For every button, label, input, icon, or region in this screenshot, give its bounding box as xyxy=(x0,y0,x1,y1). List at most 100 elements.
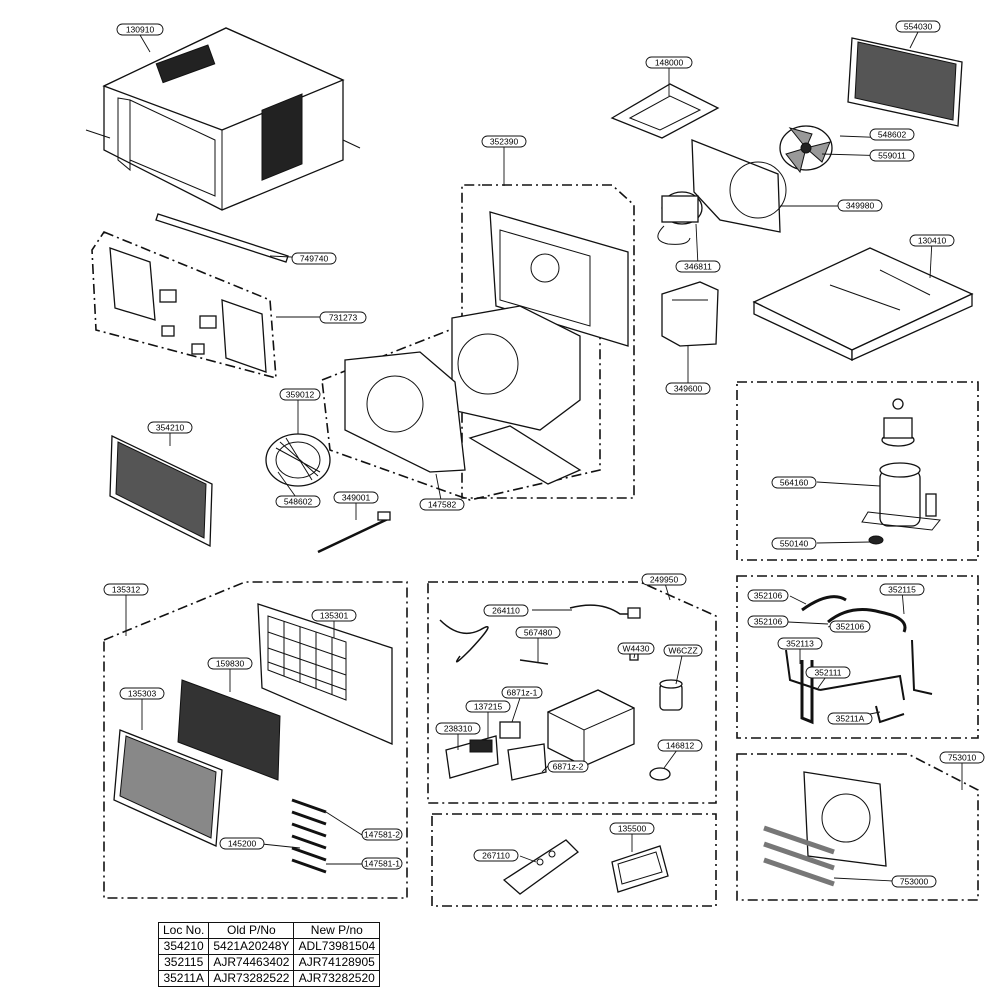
callout-554030: 554030 xyxy=(895,20,941,33)
cabinet-vent-grille xyxy=(261,93,303,181)
part-callouts: 130910 554030 148000 548602 559011 35239… xyxy=(103,20,985,888)
callout-548602-b: 548602 xyxy=(275,495,321,508)
evaporator-housing-part xyxy=(344,305,582,485)
svg-text:352113: 352113 xyxy=(786,639,814,649)
control-bracket-part xyxy=(661,281,719,347)
vertical-louvers-part xyxy=(291,798,327,874)
side-louver-part xyxy=(109,247,267,373)
callout-148000: 148000 xyxy=(645,56,693,69)
svg-text:352111: 352111 xyxy=(814,668,841,678)
svg-text:346811: 346811 xyxy=(684,262,712,272)
callout-135303: 135303 xyxy=(119,687,165,700)
svg-text:159830: 159830 xyxy=(216,659,245,669)
table-header: Old P/No xyxy=(208,922,295,939)
table-header-row: Loc No. Old P/No New P/no xyxy=(157,922,381,939)
svg-text:731273: 731273 xyxy=(329,313,358,323)
part-number-table: Loc No. Old P/No New P/no 354210 5421A20… xyxy=(157,922,381,987)
callout-349001: 349001 xyxy=(333,491,379,504)
svg-text:137215: 137215 xyxy=(474,702,503,712)
top-rail-part xyxy=(155,213,289,263)
callout-135500: 135500 xyxy=(609,822,655,835)
callout-145200: 145200 xyxy=(219,837,265,850)
callout-753010: 753010 xyxy=(939,751,985,764)
fan-shroud-part xyxy=(691,139,787,233)
table-cell: AJR73282520 xyxy=(293,970,381,987)
callout-147581-2: 147581-2 xyxy=(361,828,403,841)
callout-249950: 249950 xyxy=(641,573,687,586)
capacitor-part xyxy=(659,679,683,711)
callout-6871z-1: 6871z-1 xyxy=(501,686,543,699)
svg-text:135312: 135312 xyxy=(112,585,141,595)
svg-text:267110: 267110 xyxy=(482,851,510,861)
svg-text:W6CZZ: W6CZZ xyxy=(668,646,697,656)
svg-text:238310: 238310 xyxy=(444,724,473,734)
svg-text:135303: 135303 xyxy=(128,689,157,699)
callout-749740: 749740 xyxy=(291,252,337,265)
condenser-shroud-part xyxy=(803,771,887,867)
svg-text:6871z-1: 6871z-1 xyxy=(507,688,538,698)
control-box-part xyxy=(546,689,636,767)
callout-349980: 349980 xyxy=(837,199,883,212)
callout-W4430: W4430 xyxy=(617,642,655,655)
callout-352390: 352390 xyxy=(481,135,527,148)
svg-text:349001: 349001 xyxy=(342,493,371,503)
svg-text:249950: 249950 xyxy=(650,575,679,585)
callout-753000: 753000 xyxy=(891,875,937,888)
svg-text:130910: 130910 xyxy=(126,25,155,35)
drain-tray-part xyxy=(610,83,720,139)
svg-text:349980: 349980 xyxy=(846,201,875,211)
table-cell: 35211A xyxy=(157,970,210,987)
insulation-pads-part xyxy=(763,825,835,887)
table-cell: 352115 xyxy=(157,954,210,971)
svg-text:352390: 352390 xyxy=(490,137,519,147)
callout-130410: 130410 xyxy=(909,234,955,247)
svg-text:135301: 135301 xyxy=(320,611,349,621)
evaporator-coil-part xyxy=(109,434,213,548)
thermistor-part xyxy=(317,511,391,554)
svg-text:W4430: W4430 xyxy=(623,644,650,654)
svg-text:550140: 550140 xyxy=(780,539,809,549)
callout-352113: 352113 xyxy=(777,637,823,650)
svg-text:264110: 264110 xyxy=(492,606,520,616)
callout-W6CZZ: W6CZZ xyxy=(663,644,703,657)
callout-130910: 130910 xyxy=(116,23,164,36)
callout-567480: 567480 xyxy=(515,626,561,639)
fan-motor-part xyxy=(657,191,703,245)
svg-text:352106: 352106 xyxy=(754,617,783,627)
base-pan-part xyxy=(752,247,974,362)
svg-text:567480: 567480 xyxy=(524,628,553,638)
callout-731273: 731273 xyxy=(319,311,367,324)
callout-564160: 564160 xyxy=(771,476,817,489)
front-panel-grid xyxy=(267,615,347,701)
remote-control-part xyxy=(502,839,579,895)
group-boundaries xyxy=(91,184,979,907)
callout-135312: 135312 xyxy=(103,583,149,596)
callout-559011: 559011 xyxy=(869,149,915,162)
compressor-part xyxy=(861,398,941,545)
svg-text:753000: 753000 xyxy=(900,877,929,887)
callout-346811: 346811 xyxy=(675,260,721,273)
svg-text:352115: 352115 xyxy=(888,585,916,595)
callout-352111: 352111 xyxy=(805,666,851,679)
svg-text:145200: 145200 xyxy=(228,839,257,849)
svg-text:564160: 564160 xyxy=(780,478,809,488)
svg-text:146812: 146812 xyxy=(666,741,695,751)
svg-text:349600: 349600 xyxy=(674,384,703,394)
callout-359012: 359012 xyxy=(279,388,321,401)
svg-text:749740: 749740 xyxy=(300,254,329,264)
svg-text:359012: 359012 xyxy=(286,390,315,400)
svg-text:548602: 548602 xyxy=(878,130,907,140)
table-row: 352115 AJR74463402 AJR74128905 xyxy=(157,954,381,971)
callout-352106-c: 352106 xyxy=(829,620,871,633)
svg-text:6871z-2: 6871z-2 xyxy=(553,762,584,772)
svg-text:147581-1: 147581-1 xyxy=(364,859,400,869)
callout-550140: 550140 xyxy=(771,537,817,550)
callout-35211A: 35211A xyxy=(827,712,873,725)
callout-548602-a: 548602 xyxy=(869,128,915,141)
table-cell: ADL73981504 xyxy=(293,938,381,955)
callout-147581-1: 147581-1 xyxy=(361,857,403,870)
table-cell: AJR74463402 xyxy=(208,954,295,971)
svg-text:753010: 753010 xyxy=(948,753,977,763)
refrigerant-tubes-part xyxy=(785,595,933,725)
table-cell: AJR73282522 xyxy=(208,970,295,987)
